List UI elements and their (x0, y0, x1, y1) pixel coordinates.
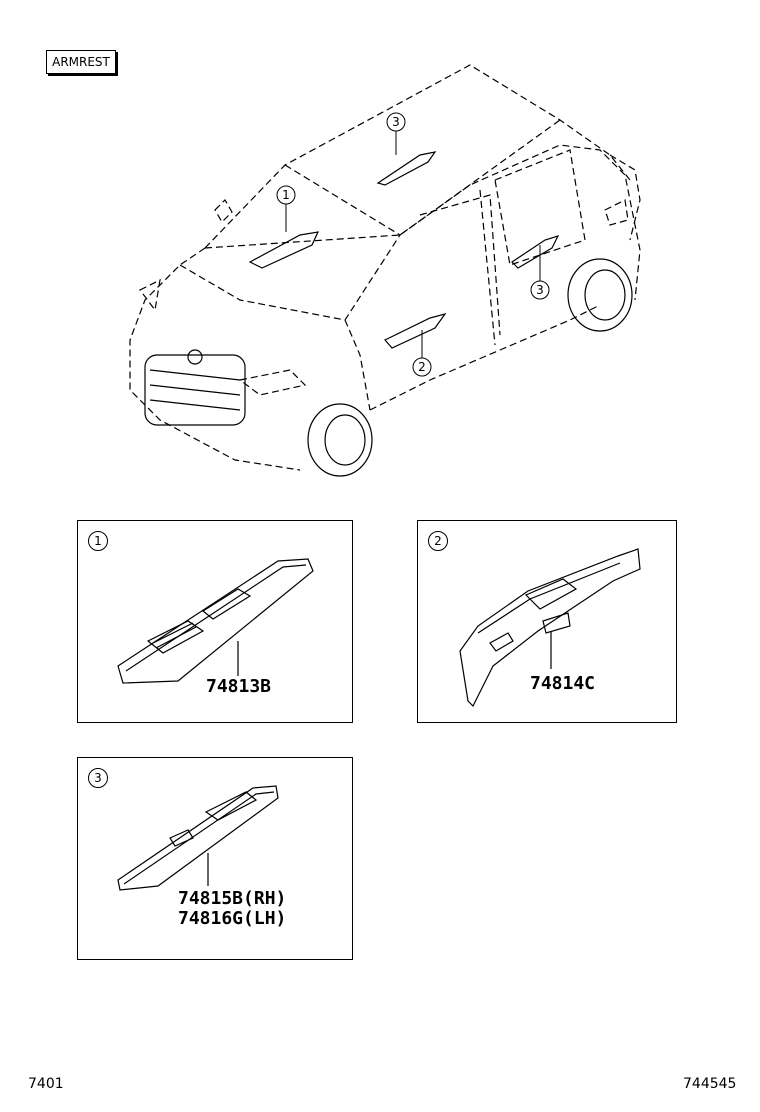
panel-3: 3 74815B(RH) 74816G(LH) (77, 757, 353, 960)
panel-number: 1 (88, 531, 108, 551)
footer-left-code: 7401 (28, 1076, 64, 1092)
armrest-2-drawing (459, 548, 641, 708)
callout-3-top: 3 (392, 115, 400, 129)
panel-number: 2 (428, 531, 448, 551)
armrest-1-drawing (117, 558, 314, 684)
car-details (144, 151, 633, 477)
part-number-lh: 74816G(LH) (178, 908, 287, 929)
panel-2: 2 74814C (417, 520, 677, 723)
car-outline (129, 64, 641, 471)
car-illustration: 1 3 2 3 (129, 64, 641, 477)
footer-right-code: 744545 (683, 1076, 737, 1092)
section-label: ARMREST (46, 50, 116, 74)
panel-number: 3 (88, 768, 108, 788)
part-number: 74814C (530, 673, 596, 694)
part-number-rh: 74815B(RH) (178, 888, 287, 909)
callout-3-side: 3 (536, 283, 544, 297)
callouts: 1 3 2 3 (276, 112, 550, 377)
part-number: 74813B (206, 676, 272, 697)
callout-1: 1 (282, 188, 290, 202)
armrest-3-drawing (117, 785, 279, 891)
callout-2: 2 (418, 360, 426, 374)
panel-1: 1 74813B (77, 520, 353, 723)
